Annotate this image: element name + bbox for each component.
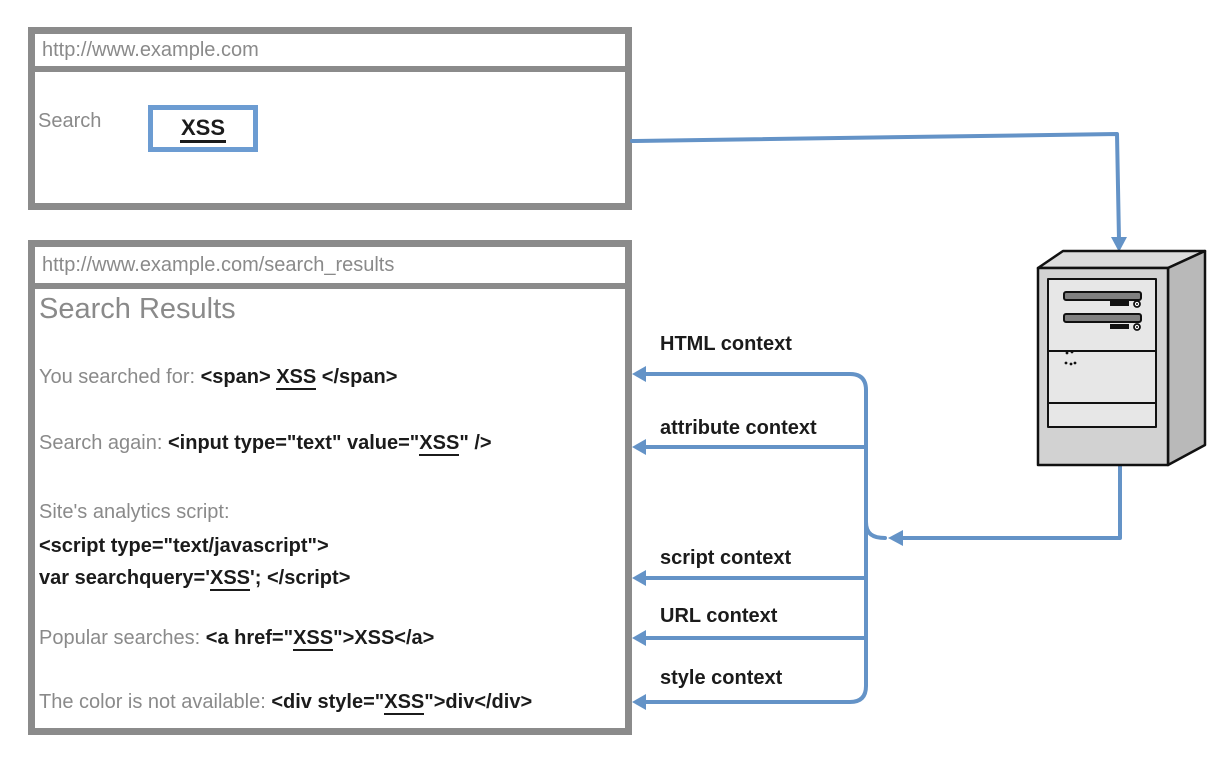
result-line-style-context: The color is not available: <div style="… xyxy=(39,690,533,715)
line-code: <a href=" xyxy=(205,627,294,649)
server-front-face xyxy=(1036,266,1170,467)
drive-bay-button xyxy=(1110,324,1129,329)
line-code: var searchquery=' xyxy=(39,567,210,589)
script-context-arrow xyxy=(632,570,868,586)
drive-bay-led xyxy=(1133,300,1141,308)
line-code: ">div</div> xyxy=(424,691,533,713)
result-line-html-context: You searched for: <span> XSS </span> xyxy=(39,365,398,390)
label-url-context: URL context xyxy=(660,605,778,627)
vent-dots xyxy=(1064,350,1077,366)
browser-window-results: http://www.example.com/search_results Se… xyxy=(28,240,632,735)
label-style-context: style context xyxy=(660,667,783,689)
drive-bay-led xyxy=(1133,323,1141,331)
search-input[interactable]: XSS xyxy=(148,105,258,152)
line-code: <script type="text/javascript"> xyxy=(39,535,329,557)
server-front-panel xyxy=(1047,278,1157,428)
server-tower-icon xyxy=(1036,249,1207,467)
search-input-value: XSS xyxy=(179,115,227,143)
server-top-face xyxy=(1036,249,1207,270)
url-text: http://www.example.com xyxy=(42,39,259,61)
server-response-arrow xyxy=(864,464,1122,546)
xss-payload: XSS xyxy=(209,567,251,591)
page-title: Search Results xyxy=(39,293,236,325)
line-code: </span> xyxy=(316,366,398,388)
line-prefix: You searched for: xyxy=(39,366,201,388)
attribute-context-arrow xyxy=(632,439,868,455)
url-text: http://www.example.com/search_results xyxy=(42,254,395,276)
line-code: '; </script> xyxy=(250,567,351,589)
browser-window-search: http://www.example.com Search XSS xyxy=(28,27,632,210)
url-bar: http://www.example.com/search_results xyxy=(35,247,625,289)
xss-payload: XSS xyxy=(293,627,334,651)
search-label: Search xyxy=(38,110,102,132)
line-prefix: Search again: xyxy=(39,432,168,454)
label-script-context: script context xyxy=(660,547,792,569)
line-code: ">XSS</a> xyxy=(333,627,435,649)
line-code: <input type="text" value=" xyxy=(167,432,420,454)
result-line-url-context: Popular searches: <a href="XSS">XSS</a> xyxy=(39,626,435,651)
url-bar: http://www.example.com xyxy=(35,34,625,72)
xss-payload: XSS xyxy=(384,691,425,715)
result-line-analytics-label: Site's analytics script: xyxy=(39,500,230,524)
drive-bay-slot xyxy=(1063,291,1142,301)
drive-bay-slot xyxy=(1063,313,1142,323)
xss-payload: XSS xyxy=(276,366,317,390)
server-side-face xyxy=(1166,249,1207,467)
line-code: <div style=" xyxy=(271,691,385,713)
style-context-arrowhead xyxy=(632,694,646,710)
line-prefix: The color is not available: xyxy=(39,691,272,713)
xss-payload: XSS xyxy=(419,432,460,456)
label-attribute-context: attribute context xyxy=(660,417,817,439)
line-prefix: Site's analytics script: xyxy=(39,501,230,523)
line-code: " /> xyxy=(459,432,492,454)
result-line-script-open: <script type="text/javascript"> xyxy=(39,534,329,558)
result-line-attribute-context: Search again: <input type="text" value="… xyxy=(39,431,492,456)
junction-curve xyxy=(864,520,887,540)
result-line-script-context: var searchquery='XSS'; </script> xyxy=(39,566,351,591)
request-arrow xyxy=(630,132,1127,252)
label-html-context: HTML context xyxy=(660,333,792,355)
url-context-arrow xyxy=(632,630,868,646)
drive-bay-button xyxy=(1110,301,1129,306)
line-prefix: Popular searches: xyxy=(39,627,206,649)
html-context-arrowhead xyxy=(632,366,646,382)
line-code: <span> xyxy=(200,366,277,388)
